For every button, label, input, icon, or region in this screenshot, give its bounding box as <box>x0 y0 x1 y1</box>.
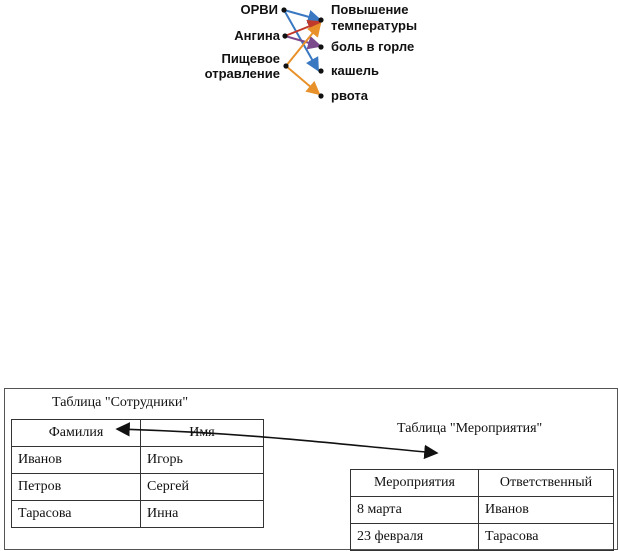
cell-name: Сергей <box>140 473 264 501</box>
diagram1-arrows <box>281 7 324 99</box>
cell-responsible: Иванов <box>478 496 614 524</box>
dot-throat <box>318 44 324 50</box>
label-orvi: ОРВИ <box>240 2 278 17</box>
table1-caption: Таблица "Сотрудники" <box>52 395 189 410</box>
dot-fever <box>318 17 324 23</box>
arrow-poisoning-vomit <box>285 65 321 96</box>
header-responsible: Ответственный <box>478 469 614 497</box>
cell-responsible: Тарасова <box>478 523 614 551</box>
events-table: Мероприятия Ответственный 8 марта Иванов… <box>350 469 614 551</box>
table-row: 23 февраля Тарасова <box>350 523 614 551</box>
label-angina: Ангина <box>234 28 280 43</box>
dot-vomit <box>318 93 324 99</box>
label-sore-throat: боль в горле <box>331 39 415 54</box>
relation-arrow <box>115 422 439 460</box>
header-events: Мероприятия <box>350 469 479 497</box>
arrow-angina-throat <box>284 35 322 50</box>
label-poisoning-2: отравление <box>204 66 280 81</box>
table-header-row: Мероприятия Ответственный <box>350 469 614 497</box>
label-fever-2: температуры <box>331 18 418 33</box>
label-cough: кашель <box>331 63 380 78</box>
dot-angina <box>282 33 288 39</box>
dot-cough <box>318 68 324 74</box>
label-vomit: рвота <box>331 88 368 103</box>
disease-symptom-diagram: ОРВИ Ангина Пищевое отравление Повышение… <box>200 0 430 103</box>
label-fever-1: Повышение <box>331 2 409 17</box>
relation-arrow-layer <box>115 422 439 460</box>
linked-tables-diagram: Таблица "Сотрудники" Таблица "Мероприяти… <box>4 388 618 551</box>
table-row: 8 марта Иванов <box>350 496 614 524</box>
arrow-poisoning-fever <box>285 22 322 67</box>
table-row: Петров Сергей <box>11 473 264 501</box>
cell-name: Инна <box>140 500 264 528</box>
label-poisoning-1: Пищевое <box>221 51 280 66</box>
cell-event: 23 февраля <box>350 523 479 551</box>
arrow-orvi-fever <box>283 9 322 24</box>
table-row: Тарасова Инна <box>11 500 264 528</box>
dot-poisoning <box>283 63 289 69</box>
dot-orvi <box>281 7 287 13</box>
cell-surname: Тарасова <box>11 500 141 528</box>
